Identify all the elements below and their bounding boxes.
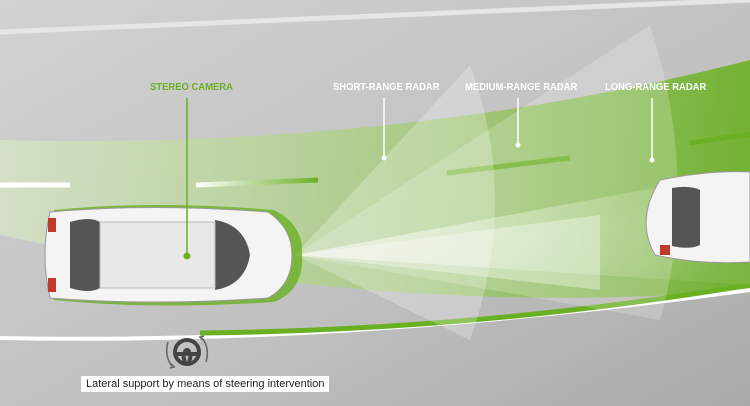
stereo-camera-label: STEREO CAMERA <box>150 81 233 93</box>
camera-cone <box>295 215 600 290</box>
long-range-radar-cone <box>295 170 750 285</box>
camera-marker <box>183 252 191 260</box>
caption: Lateral support by means of steering int… <box>81 376 330 392</box>
lane-line-green <box>199 282 750 336</box>
medium-range-radar-label: MEDIUM-RANGE RADAR <box>465 81 578 93</box>
lead-car <box>645 171 750 264</box>
lane-dash <box>689 131 750 146</box>
long-range-radar-label: LONG-RANGE RADAR <box>605 81 707 93</box>
road-edge-top <box>0 0 750 35</box>
lane-dash <box>446 155 571 176</box>
short-range-radar-label: SHORT-RANGE RADAR <box>333 81 440 93</box>
ego-car <box>44 205 303 306</box>
lane-dash <box>195 177 319 188</box>
short-range-radar-cone <box>295 65 495 340</box>
steering-wheel-icon <box>173 338 201 366</box>
rotation-arrows-icon <box>165 335 209 369</box>
